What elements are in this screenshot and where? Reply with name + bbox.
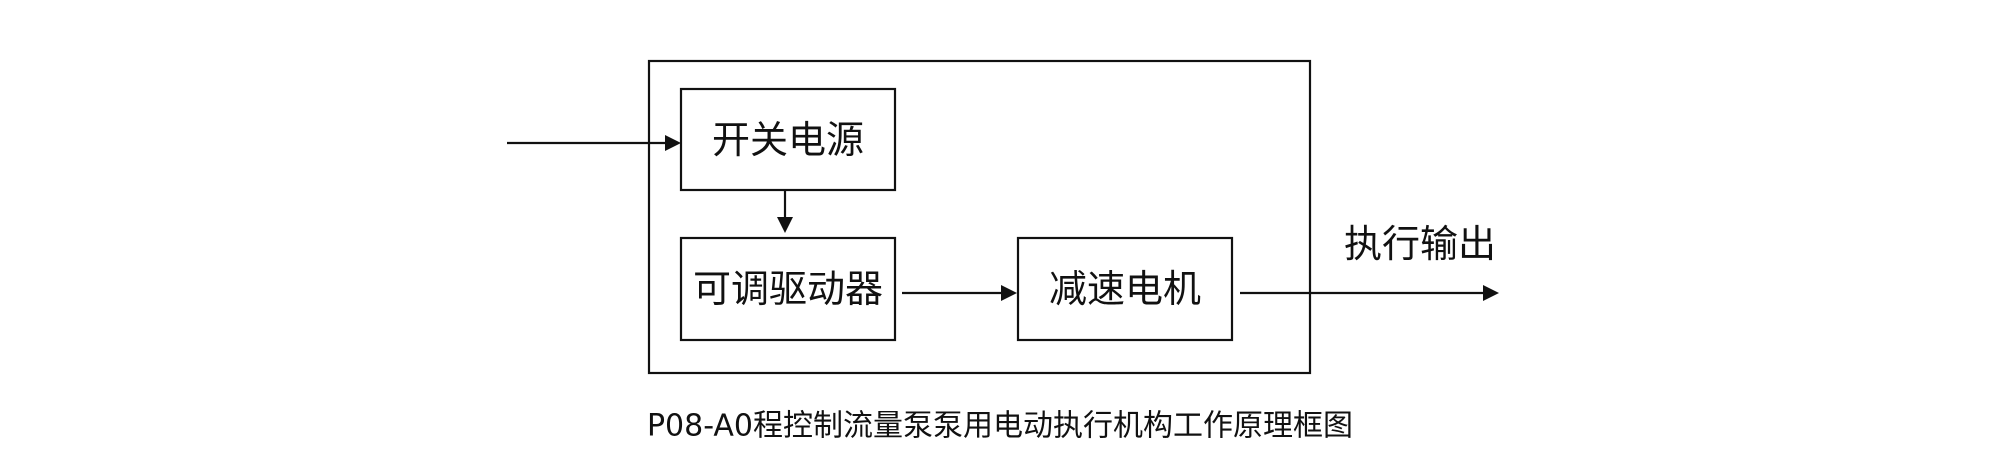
adjustable-driver-label: 可调驱动器 (693, 267, 883, 311)
output-label: 执行输出 (1344, 222, 1496, 266)
arrow-driver-to-motor (902, 285, 1017, 301)
input-arrow (507, 135, 681, 151)
power-supply-label: 开关电源 (712, 118, 864, 162)
node-gear-motor: 减速电机 (1016, 236, 1234, 342)
arrow-power-to-driver (777, 190, 793, 233)
output-arrow (1240, 285, 1499, 301)
power-supply-box (679, 87, 897, 192)
diagram-caption: P08-A0程控制流量泵泵用电动执行机构工作原理框图 (647, 409, 1353, 444)
adjustable-driver-box (679, 236, 897, 342)
node-adjustable-driver: 可调驱动器 (679, 236, 897, 342)
actuator-frame (647, 59, 1312, 375)
gear-motor-box (1016, 236, 1234, 342)
gear-motor-label: 减速电机 (1049, 267, 1201, 311)
node-power-supply: 开关电源 (679, 87, 897, 192)
